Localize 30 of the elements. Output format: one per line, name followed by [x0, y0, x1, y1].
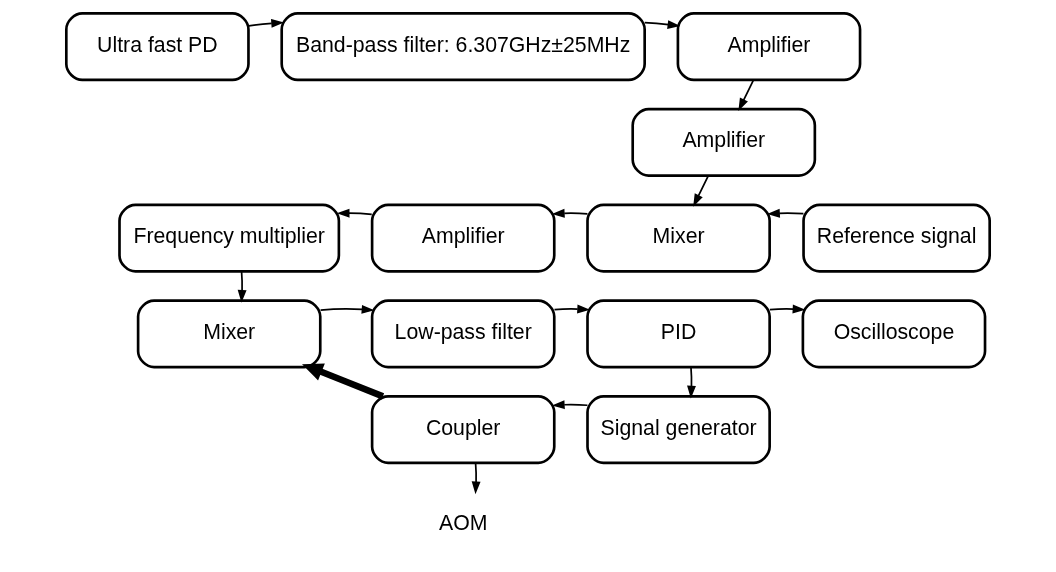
node-box: Mixer — [136, 299, 322, 369]
node-box: Amplifier — [676, 12, 862, 82]
node-box: Signal generator — [586, 395, 771, 465]
node-box: Oscilloscope — [801, 299, 987, 369]
arrow — [302, 363, 385, 400]
arrow — [687, 366, 696, 399]
node-box: Band-pass filter: 6.307GHz±25MHz — [280, 12, 646, 82]
arrow — [551, 400, 589, 410]
node-box: Low-pass filter — [370, 299, 556, 369]
arrow — [247, 18, 285, 28]
arrow — [643, 20, 681, 30]
node-box: Frequency multiplier — [118, 203, 341, 273]
arrow — [551, 208, 589, 218]
node-box: Reference signal — [802, 203, 991, 273]
node-text: AOM — [438, 511, 488, 536]
arrow — [767, 208, 805, 218]
node-box: PID — [586, 299, 771, 369]
arrow — [693, 174, 710, 207]
arrow — [336, 208, 373, 218]
arrow — [738, 79, 755, 112]
arrow — [553, 304, 591, 314]
node-box: Coupler — [370, 395, 556, 465]
arrow — [471, 462, 481, 495]
node-box: Amplifier — [631, 107, 817, 177]
arrow — [237, 270, 247, 303]
arrow — [319, 304, 375, 314]
node-box: Ultra fast PD — [65, 12, 250, 82]
node-box: Mixer — [586, 203, 771, 273]
arrow — [769, 304, 806, 314]
node-box: Amplifier — [370, 203, 556, 273]
